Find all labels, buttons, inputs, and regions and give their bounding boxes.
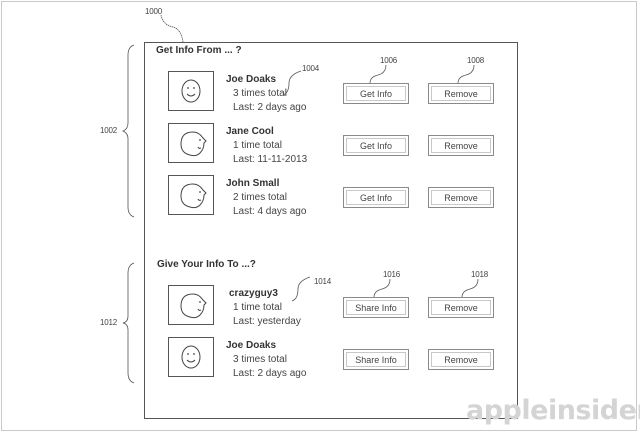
remove-button[interactable]: Remove bbox=[428, 297, 494, 318]
ref-label-1018: 1018 bbox=[471, 270, 488, 279]
contact-name: Joe Doaks bbox=[226, 74, 277, 85]
share-info-button[interactable]: Share Info bbox=[343, 349, 409, 370]
contact-name: Jane Cool bbox=[226, 126, 274, 137]
leader-line-1016 bbox=[373, 278, 391, 298]
contact-count: 2 times total bbox=[233, 192, 287, 203]
section-title-give-info: Give Your Info To ...? bbox=[157, 259, 256, 270]
contact-count: 3 times total bbox=[233, 88, 287, 99]
leader-line-1000 bbox=[160, 14, 184, 43]
contact-last-seen: Last: 2 days ago bbox=[233, 102, 307, 113]
remove-button[interactable]: Remove bbox=[428, 187, 494, 208]
ref-label-1002: 1002 bbox=[100, 126, 117, 135]
avatar-profile-icon bbox=[168, 175, 214, 215]
dialog-window bbox=[144, 42, 518, 419]
bracket-1002 bbox=[121, 44, 135, 218]
contact-name: crazyguy3 bbox=[229, 288, 278, 299]
avatar-smiley-icon bbox=[168, 337, 214, 377]
section-title-get-info: Get Info From ... ? bbox=[156, 45, 242, 56]
contact-last-seen: Last: 2 days ago bbox=[233, 368, 307, 379]
ref-label-1008: 1008 bbox=[467, 56, 484, 65]
avatar-profile-icon bbox=[168, 285, 214, 325]
avatar-profile-icon bbox=[168, 123, 214, 163]
remove-button[interactable]: Remove bbox=[428, 349, 494, 370]
contact-count: 1 time total bbox=[233, 140, 282, 151]
contact-count: 1 time total bbox=[233, 302, 282, 313]
remove-button[interactable]: Remove bbox=[428, 135, 494, 156]
leader-line-1006 bbox=[369, 64, 387, 84]
get-info-button[interactable]: Get Info bbox=[343, 83, 409, 104]
leader-line-1004 bbox=[282, 70, 302, 96]
contact-last-seen: Last: yesterday bbox=[233, 316, 301, 327]
leader-line-1008 bbox=[457, 64, 475, 84]
ref-label-1004: 1004 bbox=[302, 64, 319, 73]
ref-label-1014: 1014 bbox=[314, 277, 331, 286]
contact-last-seen: Last: 11-11-2013 bbox=[233, 154, 308, 165]
get-info-button[interactable]: Get Info bbox=[343, 187, 409, 208]
leader-line-1014 bbox=[291, 276, 311, 302]
ref-label-1016: 1016 bbox=[383, 270, 400, 279]
ref-label-1000: 1000 bbox=[145, 7, 162, 16]
ref-label-1006: 1006 bbox=[380, 56, 397, 65]
contact-last-seen: Last: 4 days ago bbox=[233, 206, 307, 217]
contact-count: 3 times total bbox=[233, 354, 287, 365]
avatar-smiley-icon bbox=[168, 71, 214, 111]
get-info-button[interactable]: Get Info bbox=[343, 135, 409, 156]
ref-label-1012: 1012 bbox=[100, 318, 117, 327]
contact-name: John Small bbox=[226, 178, 280, 189]
share-info-button[interactable]: Share Info bbox=[343, 297, 409, 318]
watermark-logo: appleinsider bbox=[466, 395, 640, 426]
bracket-1012 bbox=[122, 262, 135, 384]
remove-button[interactable]: Remove bbox=[428, 83, 494, 104]
contact-name: Joe Doaks bbox=[226, 340, 277, 351]
leader-line-1018 bbox=[461, 278, 479, 298]
